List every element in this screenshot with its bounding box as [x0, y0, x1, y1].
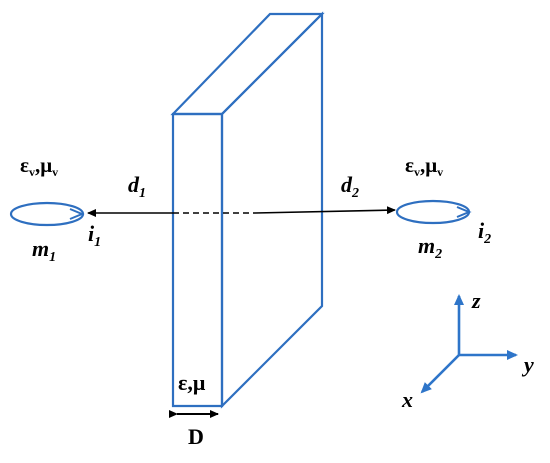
slab-side-face: [220, 11, 324, 409]
loop-m1-arrow-icon: [69, 208, 85, 220]
label-i1: i1: [88, 221, 101, 250]
loop-m2: [395, 199, 471, 225]
label-thickness: D: [188, 424, 204, 449]
label-eps-mu-right: εv,μv: [405, 153, 443, 179]
label-slab-material: ε,μ: [178, 370, 206, 395]
dielectric-slab: [170, 11, 325, 409]
label-axis-y: y: [521, 352, 534, 377]
label-d2: d2: [341, 172, 359, 201]
loop-m2-arrow-icon: [456, 206, 472, 218]
label-axis-z: z: [471, 288, 481, 313]
label-eps-mu-left: εv,μv: [20, 153, 58, 179]
slab-top-face: [170, 12, 325, 116]
axis-x-line: [420, 354, 460, 394]
loop-m1: [9, 201, 85, 227]
label-d1: d1: [128, 172, 146, 201]
label-axis-x: x: [401, 387, 413, 412]
slab-front-face: [171, 112, 224, 408]
coordinate-axes: [420, 294, 518, 394]
label-m2: m2: [418, 233, 442, 262]
d2-arrow-line: [254, 206, 396, 215]
label-m1: m1: [32, 236, 56, 265]
label-i2: i2: [478, 218, 491, 247]
